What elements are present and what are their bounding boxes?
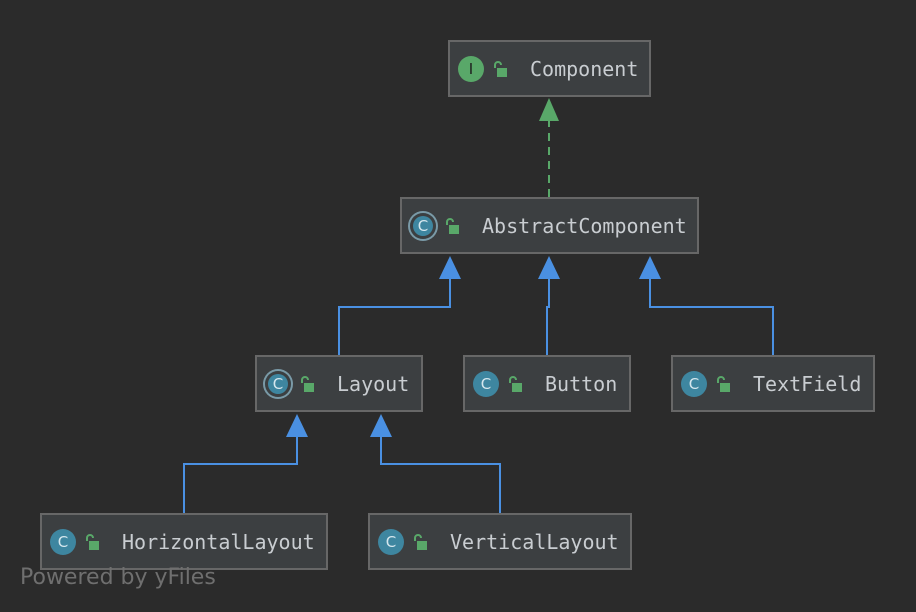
- node-layout[interactable]: C Layout: [255, 355, 423, 412]
- node-textfield[interactable]: C TextField: [671, 355, 875, 412]
- unlocked-padlock-icon: [446, 217, 459, 234]
- node-label: HorizontalLayout: [122, 529, 315, 554]
- unlocked-padlock-icon: [509, 375, 522, 392]
- unlocked-padlock-icon: [494, 60, 507, 77]
- interface-icon: I: [458, 55, 484, 82]
- abstract-class-icon: C: [265, 370, 291, 397]
- class-icon: C: [681, 370, 707, 397]
- edge-layout-extends-abstractcomponent: [338, 256, 461, 355]
- edge-button-extends-abstractcomponent: [538, 256, 560, 355]
- node-horizontal-layout[interactable]: C HorizontalLayout: [40, 513, 328, 570]
- edge-horizontallayout-extends-layout: [183, 414, 308, 513]
- node-button[interactable]: C Button: [463, 355, 631, 412]
- node-label: VerticalLayout: [450, 529, 619, 554]
- unlocked-padlock-icon: [301, 375, 314, 392]
- yfiles-watermark: Powered by yFiles: [20, 565, 216, 590]
- node-label: Layout: [337, 371, 410, 396]
- unlocked-padlock-icon: [717, 375, 730, 392]
- edge-verticallayout-extends-layout: [370, 414, 501, 513]
- node-label: Button: [545, 371, 618, 396]
- edge-textfield-extends-abstractcomponent: [639, 256, 774, 355]
- node-component[interactable]: I Component: [448, 40, 651, 97]
- unlocked-padlock-icon: [86, 533, 99, 550]
- class-icon: C: [473, 370, 499, 397]
- node-label: AbstractComponent: [482, 213, 687, 238]
- node-label: TextField: [753, 371, 862, 396]
- node-vertical-layout[interactable]: C VerticalLayout: [368, 513, 632, 570]
- unlocked-padlock-icon: [414, 533, 427, 550]
- edge-abstractcomponent-implements-component: [539, 98, 559, 197]
- class-icon: C: [50, 528, 76, 555]
- node-abstract-component[interactable]: C AbstractComponent: [400, 197, 699, 254]
- class-icon: C: [378, 528, 404, 555]
- abstract-class-icon: C: [410, 212, 436, 239]
- node-label: Component: [530, 56, 639, 81]
